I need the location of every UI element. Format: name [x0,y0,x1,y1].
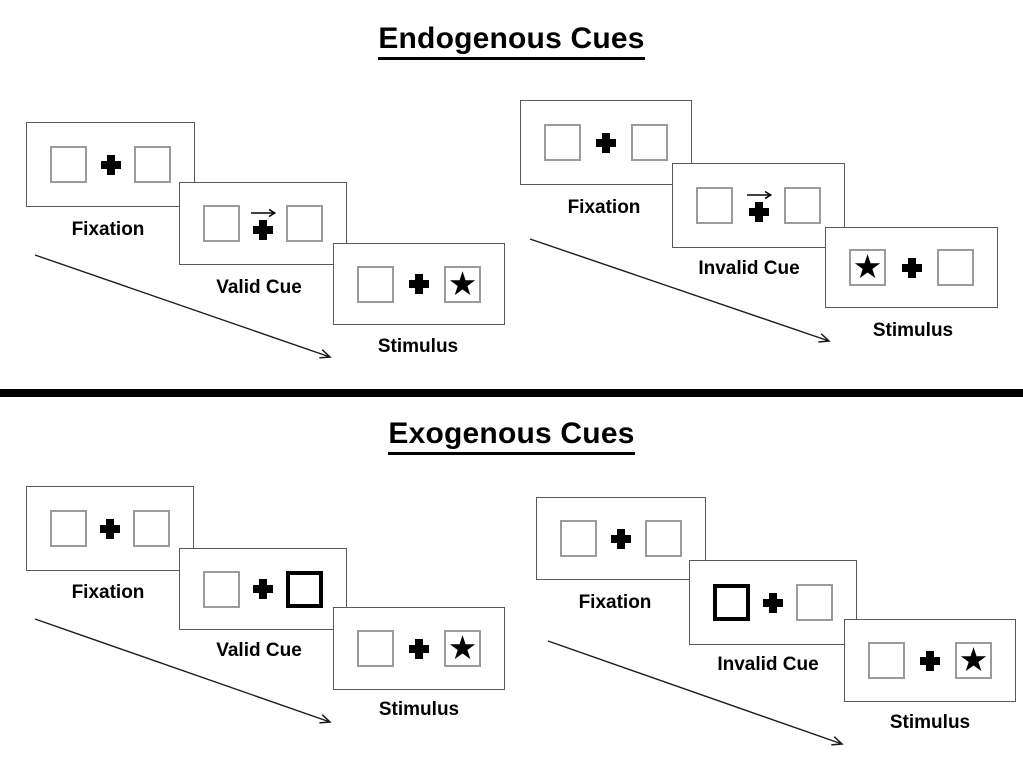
fixation-cross-icon [763,592,783,613]
label-exogenous-valid-cue: Valid Cue [216,640,302,661]
label-exogenous-invalid-fixation: Fixation [578,592,652,613]
star-icon: ★ [958,640,989,679]
panel-exogenous-valid-stimulus: ★ [333,607,505,690]
panel-endogenous-valid-cue [179,182,347,265]
placeholder-box-right [134,146,171,183]
section-title-exogenous: Exogenous Cues [0,417,1023,455]
fixation-cross-icon [920,650,940,671]
panel-exogenous-valid-cue [179,548,347,630]
fixation-cross-icon [596,132,616,153]
panel-exogenous-invalid-stimulus: ★ [844,619,1016,702]
placeholder-box-right [645,520,682,557]
star-icon: ★ [447,628,478,667]
label-endogenous-invalid-fixation: Fixation [567,197,641,218]
label-exogenous-valid-stimulus: Stimulus [378,699,460,720]
cue-cross-stack [746,190,772,222]
panel-exogenous-valid-fixation [26,486,194,571]
fixation-cross-icon [253,219,273,240]
target-box-right: ★ [444,263,481,303]
timeline-arrow-exogenous-valid [34,618,332,724]
placeholder-box-left [203,205,240,242]
label-endogenous-valid-fixation: Fixation [71,219,145,240]
placeholder-box-left [560,520,597,557]
fixation-cross-icon [100,154,121,175]
section-title-endogenous: Endogenous Cues [0,22,1023,60]
panel-endogenous-valid-stimulus: ★ [333,243,505,325]
panel-endogenous-invalid-stimulus: ★ [825,227,998,308]
label-endogenous-invalid-stimulus: Stimulus [872,320,954,341]
target-box-right: ★ [444,630,481,667]
label-exogenous-invalid-stimulus: Stimulus [889,712,971,733]
panel-endogenous-invalid-fixation [520,100,692,185]
timeline-arrow-endogenous-invalid [529,238,831,343]
placeholder-box-left [50,510,87,547]
fixation-cross-icon [748,201,769,222]
placeholder-box-right [286,205,323,242]
placeholder-box-left [357,630,394,667]
label-exogenous-invalid-cue: Invalid Cue [717,654,819,675]
panel-endogenous-valid-fixation [26,122,195,207]
section-title-exogenous-text: Exogenous Cues [388,417,635,455]
placeholder-box-left [696,187,733,224]
panel-exogenous-invalid-cue [689,560,857,645]
fixation-cross-icon [901,257,922,278]
fixation-cross-icon [100,518,120,539]
star-icon: ★ [447,263,478,303]
placeholder-box-left [868,642,905,679]
label-endogenous-invalid-cue: Invalid Cue [698,258,800,279]
target-box-left: ★ [849,249,886,286]
placeholder-box-right [937,249,974,286]
panel-endogenous-invalid-cue [672,163,845,248]
section-title-endogenous-text: Endogenous Cues [378,22,645,60]
cue-arrow-right-icon [251,208,276,217]
fixation-cross-icon [253,579,273,599]
placeholder-box-left [544,124,581,161]
label-exogenous-valid-fixation: Fixation [71,582,145,603]
star-icon: ★ [852,247,883,286]
panel-exogenous-invalid-fixation [536,497,706,580]
label-endogenous-valid-stimulus: Stimulus [377,336,459,357]
timeline-arrow-endogenous-valid [34,254,332,359]
fixation-cross-icon [409,274,429,294]
target-box-right: ★ [955,642,992,679]
timeline-arrow-exogenous-invalid [547,640,844,746]
label-endogenous-valid-cue: Valid Cue [216,277,302,298]
placeholder-box-right [784,187,821,224]
placeholder-box-left [203,570,240,608]
cue-highlight-box-left [713,584,750,621]
fixation-cross-icon [409,638,429,659]
section-divider [0,389,1023,397]
cue-arrow-right-icon [746,190,772,199]
fixation-cross-icon [611,528,631,549]
placeholder-box-left [50,146,87,183]
cue-highlight-box-right [286,570,323,608]
placeholder-box-right [631,124,668,161]
placeholder-box-right [133,510,170,547]
cue-cross-stack [250,208,276,240]
placeholder-box-right [796,584,833,621]
placeholder-box-left [357,265,394,303]
